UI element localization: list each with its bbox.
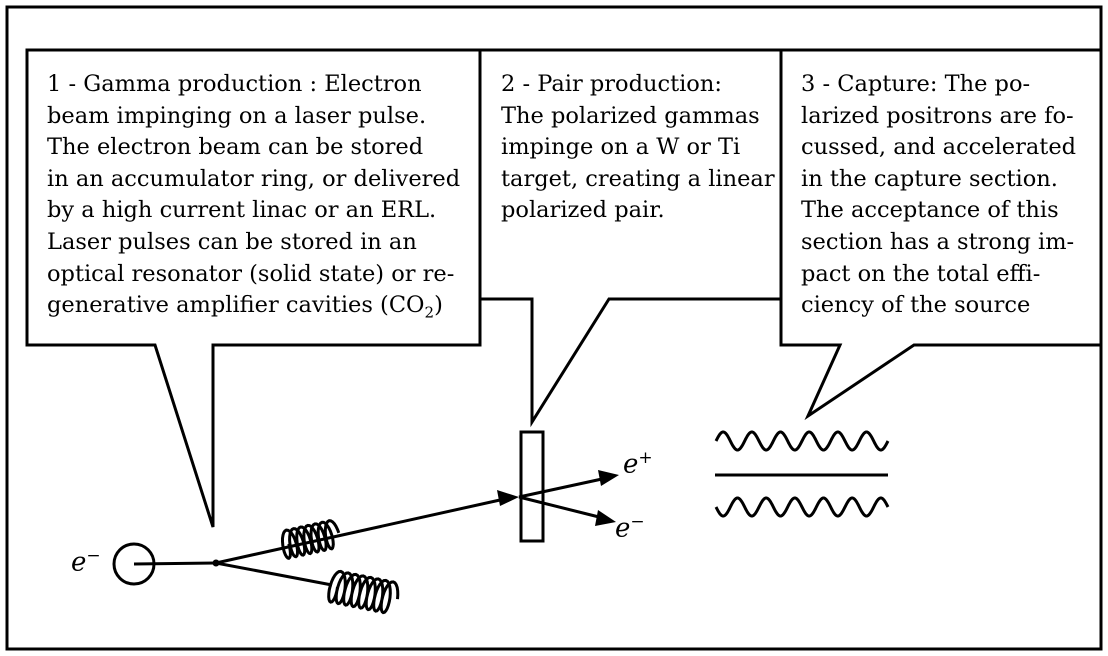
co2-subscript: 2: [424, 303, 435, 322]
callout-line: The acceptance of this: [801, 197, 1059, 224]
gamma-wave: [281, 519, 341, 560]
callout-line: The electron beam can be stored: [47, 134, 424, 161]
callout-line: polarized pair.: [501, 197, 665, 224]
electron-arrowhead: [595, 510, 616, 526]
label-base: e: [623, 449, 639, 480]
label-sup: +: [638, 448, 653, 468]
label-sup: −: [630, 512, 645, 532]
electron-track: [518, 495, 600, 519]
label-positron-out: e+: [623, 448, 653, 480]
callout-line: Laser pulses can be stored in an: [47, 228, 417, 255]
label-electron-in: e−: [71, 546, 101, 578]
callout-line: cussed, and accelerated: [801, 134, 1077, 161]
callout-line-tail: ): [434, 292, 443, 319]
callout-line: in the capture section.: [801, 165, 1058, 192]
label-sup: −: [86, 546, 101, 566]
callout-line: 1 - Gamma production : Electron: [47, 71, 422, 97]
callout-box-capture: [779, 48, 1103, 421]
callout-line: target, creating a linear: [501, 165, 775, 192]
callout-line: 2 - Pair production:: [501, 71, 722, 97]
positron-arrowhead: [598, 470, 619, 486]
callout-line: generative amplifier cavities (CO2): [47, 290, 453, 329]
laser-pulse-line: [215, 561, 333, 587]
label-base: e: [615, 513, 631, 544]
callout-line: pact on the total effi-: [801, 260, 1041, 287]
laser-pulse-wave: [327, 569, 400, 615]
positron-track: [518, 477, 603, 499]
label-electron-out: e−: [615, 512, 645, 544]
callout-line: ciency of the source: [801, 292, 1031, 319]
callout-line: larized positrons are fo-: [801, 102, 1074, 129]
callout-line: The polarized gammas: [501, 102, 760, 129]
capture-wave-top: [714, 430, 890, 452]
callout-line: 3 - Capture: The po-: [801, 71, 1031, 97]
callout-line: section has a strong im-: [801, 228, 1075, 255]
gamma-beam-line: [215, 498, 501, 565]
callout-line: optical resonator (solid state) or re-: [47, 260, 455, 287]
capture-wave-bottom: [714, 496, 890, 518]
callout-text-capture: 3 - Capture: The po- larized positrons a…: [801, 69, 1077, 322]
label-base: e: [71, 547, 87, 578]
callout-line: in an accumulator ring, or delivered: [47, 165, 461, 192]
callout-line: impinge on a W or Ti: [501, 134, 741, 161]
callout-line-text: generative amplifier cavities (CO: [47, 292, 425, 319]
callout-line: by a high current linac or an ERL.: [47, 197, 437, 224]
gamma-beam-arrowhead: [497, 490, 519, 506]
callout-text-pair-production: 2 - Pair production: The polarized gamma…: [501, 69, 775, 227]
callout-line: beam impinging on a laser pulse.: [47, 102, 427, 129]
electron-beam-line: [133, 561, 217, 566]
conversion-target: [519, 430, 545, 543]
callout-text-gamma-production: 1 - Gamma production : Electron beam imp…: [47, 69, 461, 329]
